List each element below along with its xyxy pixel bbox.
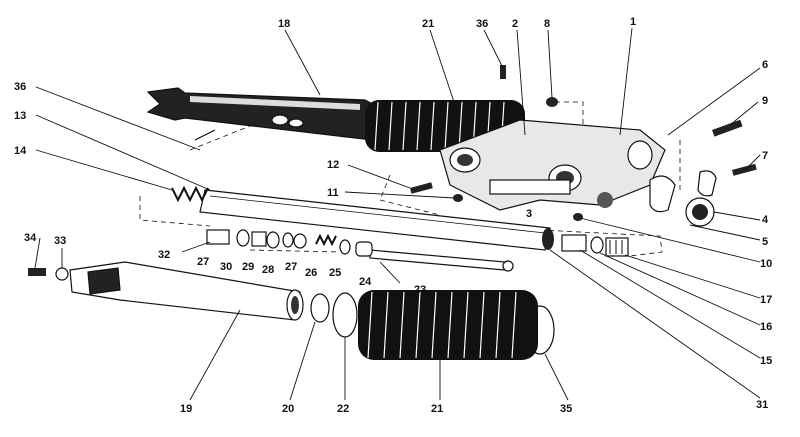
label-16: 16	[760, 321, 772, 333]
label-13: 13	[14, 110, 26, 122]
label-26: 26	[305, 267, 317, 279]
label-22: 22	[337, 403, 349, 415]
label-18: 18	[278, 18, 290, 30]
label-5: 5	[762, 236, 768, 248]
label-2: 2	[512, 18, 518, 30]
label-28: 28	[262, 264, 274, 276]
label-15: 15	[760, 355, 772, 367]
label-10: 10	[760, 258, 772, 270]
label-21-upper: 21	[422, 18, 434, 30]
triple-clamp	[439, 119, 666, 211]
label-6: 6	[762, 59, 768, 71]
label-20: 20	[282, 403, 294, 415]
label-17: 17	[760, 294, 772, 306]
lower-fork-leg	[28, 261, 304, 321]
label-4: 4	[762, 214, 769, 226]
spring	[171, 185, 209, 203]
label-30: 30	[220, 261, 232, 273]
clamp-hardware	[410, 65, 757, 227]
right-small-parts	[561, 234, 629, 257]
label-14: 14	[14, 145, 27, 157]
label-25: 25	[329, 267, 341, 279]
label-36-top: 36	[476, 18, 488, 30]
upper-fork-leg	[146, 87, 381, 141]
label-34: 34	[24, 232, 37, 244]
label-24: 24	[359, 276, 372, 288]
label-7: 7	[762, 150, 768, 162]
label-31: 31	[756, 399, 768, 411]
label-19: 19	[180, 403, 192, 415]
label-35: 35	[560, 403, 572, 415]
label-33: 33	[54, 235, 66, 247]
internal-parts-row	[206, 229, 373, 257]
label-3: 3	[526, 208, 532, 220]
stanchion-tube	[199, 189, 554, 251]
label-21-lower: 21	[431, 403, 443, 415]
damper-rod	[369, 249, 514, 272]
label-29: 29	[242, 261, 254, 273]
leader-lines	[34, 27, 761, 401]
label-11: 11	[327, 187, 339, 199]
label-1: 1	[630, 16, 636, 28]
assembly-dash-lines	[139, 101, 681, 257]
label-32: 32	[158, 249, 170, 261]
label-8: 8	[544, 18, 550, 30]
label-27-left: 27	[197, 256, 209, 268]
label-27-right: 27	[285, 261, 297, 273]
label-9: 9	[762, 95, 768, 107]
part-labels: 18 21 36 2 8 1 6 9 36 13 14 12 7 11 3 4 …	[14, 16, 772, 415]
label-23: 23	[414, 284, 426, 296]
label-36-left: 36	[14, 81, 26, 93]
lower-bellows	[358, 290, 538, 360]
label-12: 12	[327, 159, 339, 171]
